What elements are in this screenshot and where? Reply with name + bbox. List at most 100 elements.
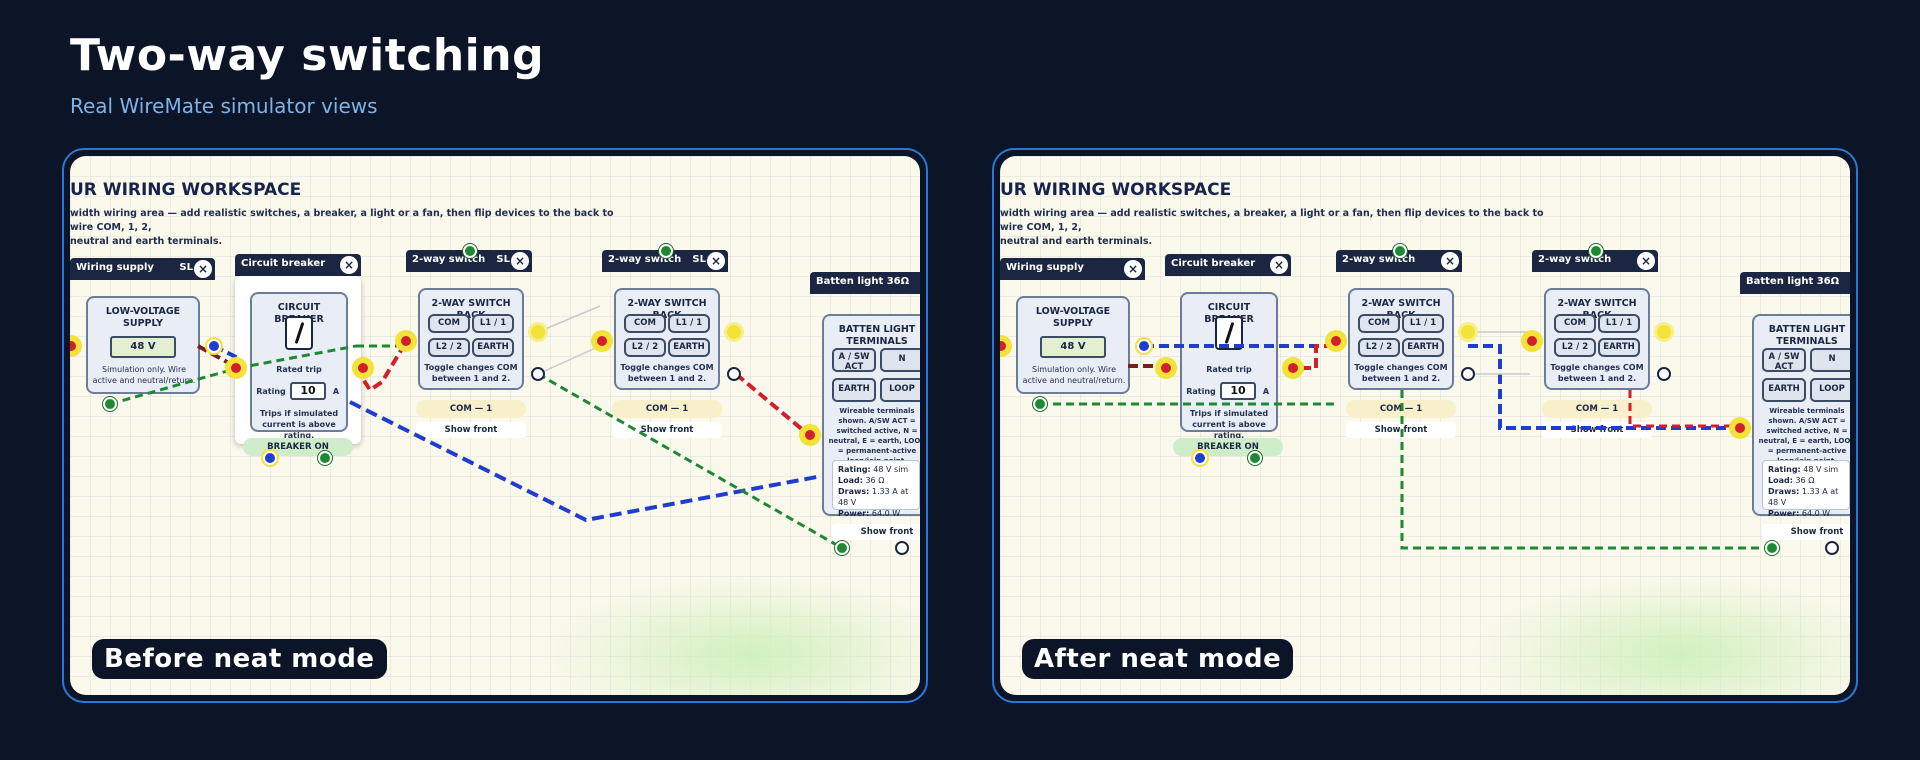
terminal-active[interactable] <box>1000 339 1008 353</box>
show-front-button[interactable]: Show front <box>832 524 920 540</box>
terminal-neutral[interactable] <box>1137 339 1151 353</box>
wires-layer <box>1000 331 1772 550</box>
terminal-earth[interactable] <box>1033 397 1047 411</box>
terminal-active[interactable] <box>70 339 78 353</box>
terminal-active[interactable] <box>1733 421 1747 435</box>
terminal-active[interactable] <box>229 361 243 375</box>
wiring-workspace[interactable]: UR WIRING WORKSPACE width wiring area — … <box>1000 156 1850 695</box>
show-front-button[interactable]: Show front <box>416 422 526 438</box>
com-badge: COM — 1 <box>1542 400 1652 418</box>
terminal-active[interactable] <box>1525 334 1539 348</box>
wire <box>1286 344 1336 370</box>
after-panel: UR WIRING WORKSPACE width wiring area — … <box>992 148 1858 703</box>
workspace-title: UR WIRING WORKSPACE <box>70 180 302 200</box>
supply-card-header[interactable]: Wiring supply × <box>1000 258 1145 280</box>
close-icon[interactable]: × <box>1441 252 1459 270</box>
workspace-title: UR WIRING WORKSPACE <box>1000 180 1232 200</box>
voltage-display: 48 V <box>1040 336 1106 358</box>
wire <box>354 340 408 393</box>
terminal-earth[interactable] <box>1248 451 1262 465</box>
light-stats: Rating: 48 V sim Load: 36 Ω Draws: 1.33 … <box>832 460 920 518</box>
rating-input[interactable]: 10 <box>290 382 326 400</box>
terminal-earth[interactable] <box>103 397 117 411</box>
terminal-l1[interactable] <box>727 325 741 339</box>
wire <box>349 400 823 523</box>
wires-layer <box>70 305 843 550</box>
workspace-description: width wiring area — add realistic switch… <box>1000 208 1544 247</box>
mode-label: After neat mode <box>1022 639 1294 679</box>
com-badge: COM — 1 <box>416 400 526 418</box>
light-device[interactable]: BATTEN LIGHT TERMINALS A / SW ACT N EART… <box>822 314 920 518</box>
breaker-card-header[interactable]: Circuit breaker × <box>235 254 361 276</box>
wire <box>537 305 601 333</box>
com-badge: COM — 1 <box>612 400 722 418</box>
wiring-workspace[interactable]: UR WIRING WORKSPACE width wiring area — … <box>70 156 920 695</box>
breaker-card-header[interactable]: Circuit breaker × <box>1165 254 1291 276</box>
supply-device[interactable]: LOW-VOLTAGE SUPPLY 48 V Simulation only.… <box>1016 296 1130 394</box>
wire <box>537 372 843 550</box>
terminal-neutral[interactable] <box>263 451 277 465</box>
terminal-l1[interactable] <box>1657 325 1671 339</box>
light-stats: Rating: 48 V sim Load: 36 Ω Draws: 1.33 … <box>1762 460 1850 518</box>
terminal-earth[interactable] <box>659 244 673 258</box>
light-card-header[interactable]: Batten light 36Ω <box>810 272 920 294</box>
terminal-l1[interactable] <box>1461 325 1475 339</box>
terminal-l2[interactable] <box>1657 367 1671 381</box>
wire <box>1628 390 1740 428</box>
light-card-header[interactable]: Batten light 36Ω <box>1740 272 1850 294</box>
terminal-earth[interactable] <box>463 244 477 258</box>
show-front-button[interactable]: Show front <box>612 422 722 438</box>
terminal-active[interactable] <box>356 361 370 375</box>
terminal-l2[interactable] <box>727 367 741 381</box>
terminal-active[interactable] <box>803 428 817 442</box>
terminal-l2[interactable] <box>531 367 545 381</box>
wire <box>237 344 357 370</box>
terminal-earth[interactable] <box>1589 244 1603 258</box>
switch-2-card-header[interactable]: 2-way switch × <box>1532 250 1658 272</box>
wire <box>537 345 601 375</box>
close-icon[interactable]: × <box>707 252 725 270</box>
wire <box>109 366 239 406</box>
terminal-active[interactable] <box>399 334 413 348</box>
switch-2-device[interactable]: 2-WAY SWITCH BACK COM L1 / 1 L2 / 2 EART… <box>614 288 720 390</box>
terminal-loop[interactable] <box>895 541 909 555</box>
show-front-button[interactable]: Show front <box>1762 524 1850 540</box>
terminal-active[interactable] <box>1329 334 1343 348</box>
close-icon[interactable]: × <box>1270 256 1288 274</box>
workspace-description: width wiring area — add realistic switch… <box>70 208 614 247</box>
light-device[interactable]: BATTEN LIGHT TERMINALS A / SW ACT N EART… <box>1752 314 1850 518</box>
page-subtitle: Real WireMate simulator views <box>70 94 378 118</box>
close-icon[interactable]: × <box>194 260 212 278</box>
switch-1-card-header[interactable]: 2-way switch × <box>1336 250 1462 272</box>
terminal-l2[interactable] <box>1461 367 1475 381</box>
terminal-earth[interactable] <box>1765 541 1779 555</box>
terminal-neutral[interactable] <box>1193 451 1207 465</box>
terminal-l1[interactable] <box>531 325 545 339</box>
close-icon[interactable]: × <box>511 252 529 270</box>
close-icon[interactable]: × <box>1124 260 1142 278</box>
wire <box>1468 344 1740 430</box>
switch-2-device[interactable]: 2-WAY SWITCH BACK COM L1 / 1 L2 / 2 EART… <box>1544 288 1650 390</box>
terminal-loop[interactable] <box>1825 541 1839 555</box>
mode-label: Before neat mode <box>92 639 387 679</box>
terminal-earth[interactable] <box>318 451 332 465</box>
breaker-toggle[interactable] <box>285 316 313 350</box>
terminal-active[interactable] <box>1286 361 1300 375</box>
close-icon[interactable]: × <box>340 256 358 274</box>
terminal-active[interactable] <box>595 334 609 348</box>
voltage-display: 48 V <box>110 336 176 358</box>
terminal-earth[interactable] <box>1393 244 1407 258</box>
supply-device[interactable]: LOW-VOLTAGE SUPPLY 48 V Simulation only.… <box>86 296 200 394</box>
before-panel: UR WIRING WORKSPACE width wiring area — … <box>62 148 928 703</box>
rating-input[interactable]: 10 <box>1220 382 1256 400</box>
switch-1-device[interactable]: 2-WAY SWITCH BACK COM L1 / 1 L2 / 2 EART… <box>418 288 524 390</box>
wire <box>734 372 812 438</box>
close-icon[interactable]: × <box>1637 252 1655 270</box>
terminal-active[interactable] <box>1159 361 1173 375</box>
terminal-earth[interactable] <box>835 541 849 555</box>
terminal-neutral[interactable] <box>207 339 221 353</box>
switch-1-device[interactable]: 2-WAY SWITCH BACK COM L1 / 1 L2 / 2 EART… <box>1348 288 1454 390</box>
